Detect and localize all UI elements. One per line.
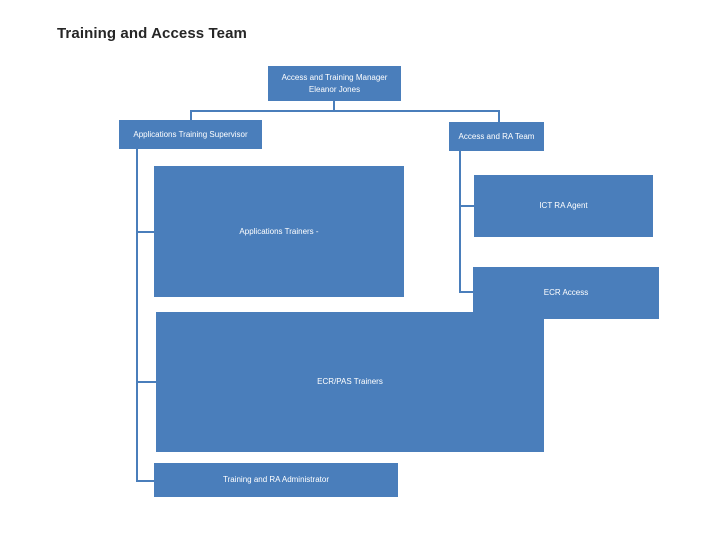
connector-branch-apps-trainers [136, 231, 155, 233]
connector-branch-ict-ra-agent [459, 205, 475, 207]
connector-ra-team-spine [459, 151, 461, 293]
node-label: Training and RA Administrator [223, 475, 329, 485]
access-and-ra-team-node[interactable]: Access and RA Team [449, 122, 544, 151]
applications-training-supervisor-node[interactable]: Applications Training Supervisor [119, 120, 262, 149]
node-label: Applications Trainers - [239, 226, 319, 236]
connector-to-supervisor [190, 110, 192, 121]
ecr-access-node[interactable]: ECR Access [473, 267, 659, 319]
connector-branch-ecr-access [459, 291, 474, 293]
ict-ra-agent-node[interactable]: ICT RA Agent [474, 175, 653, 237]
connector-manager-down [333, 101, 335, 112]
node-label: ECR Access [543, 288, 589, 298]
node-line-1: Access and Training Manager [281, 72, 388, 82]
node-label: ECR/PAS Trainers [317, 377, 383, 387]
connector-top-horizontal [190, 110, 500, 112]
connector-branch-ecr-pas-trainers [136, 381, 157, 383]
ecr-pas-trainers-node[interactable]: ECR/PAS Trainers [156, 312, 544, 452]
connector-supervisor-spine [136, 149, 138, 482]
training-and-ra-administrator-node[interactable]: Training and RA Administrator [154, 463, 398, 497]
node-label: Applications Training Supervisor [133, 129, 248, 139]
applications-trainers-node[interactable]: Applications Trainers - [154, 166, 404, 297]
connector-branch-training-ra-admin [136, 480, 155, 482]
access-and-training-manager-node[interactable]: Access and Training Manager Eleanor Jone… [268, 66, 401, 101]
page-title: Training and Access Team [57, 25, 247, 42]
node-label: ICT RA Agent [539, 201, 588, 211]
node-label: Access and RA Team [458, 131, 535, 141]
connector-to-ra-team [498, 110, 500, 123]
node-line-2: Eleanor Jones [308, 84, 361, 94]
